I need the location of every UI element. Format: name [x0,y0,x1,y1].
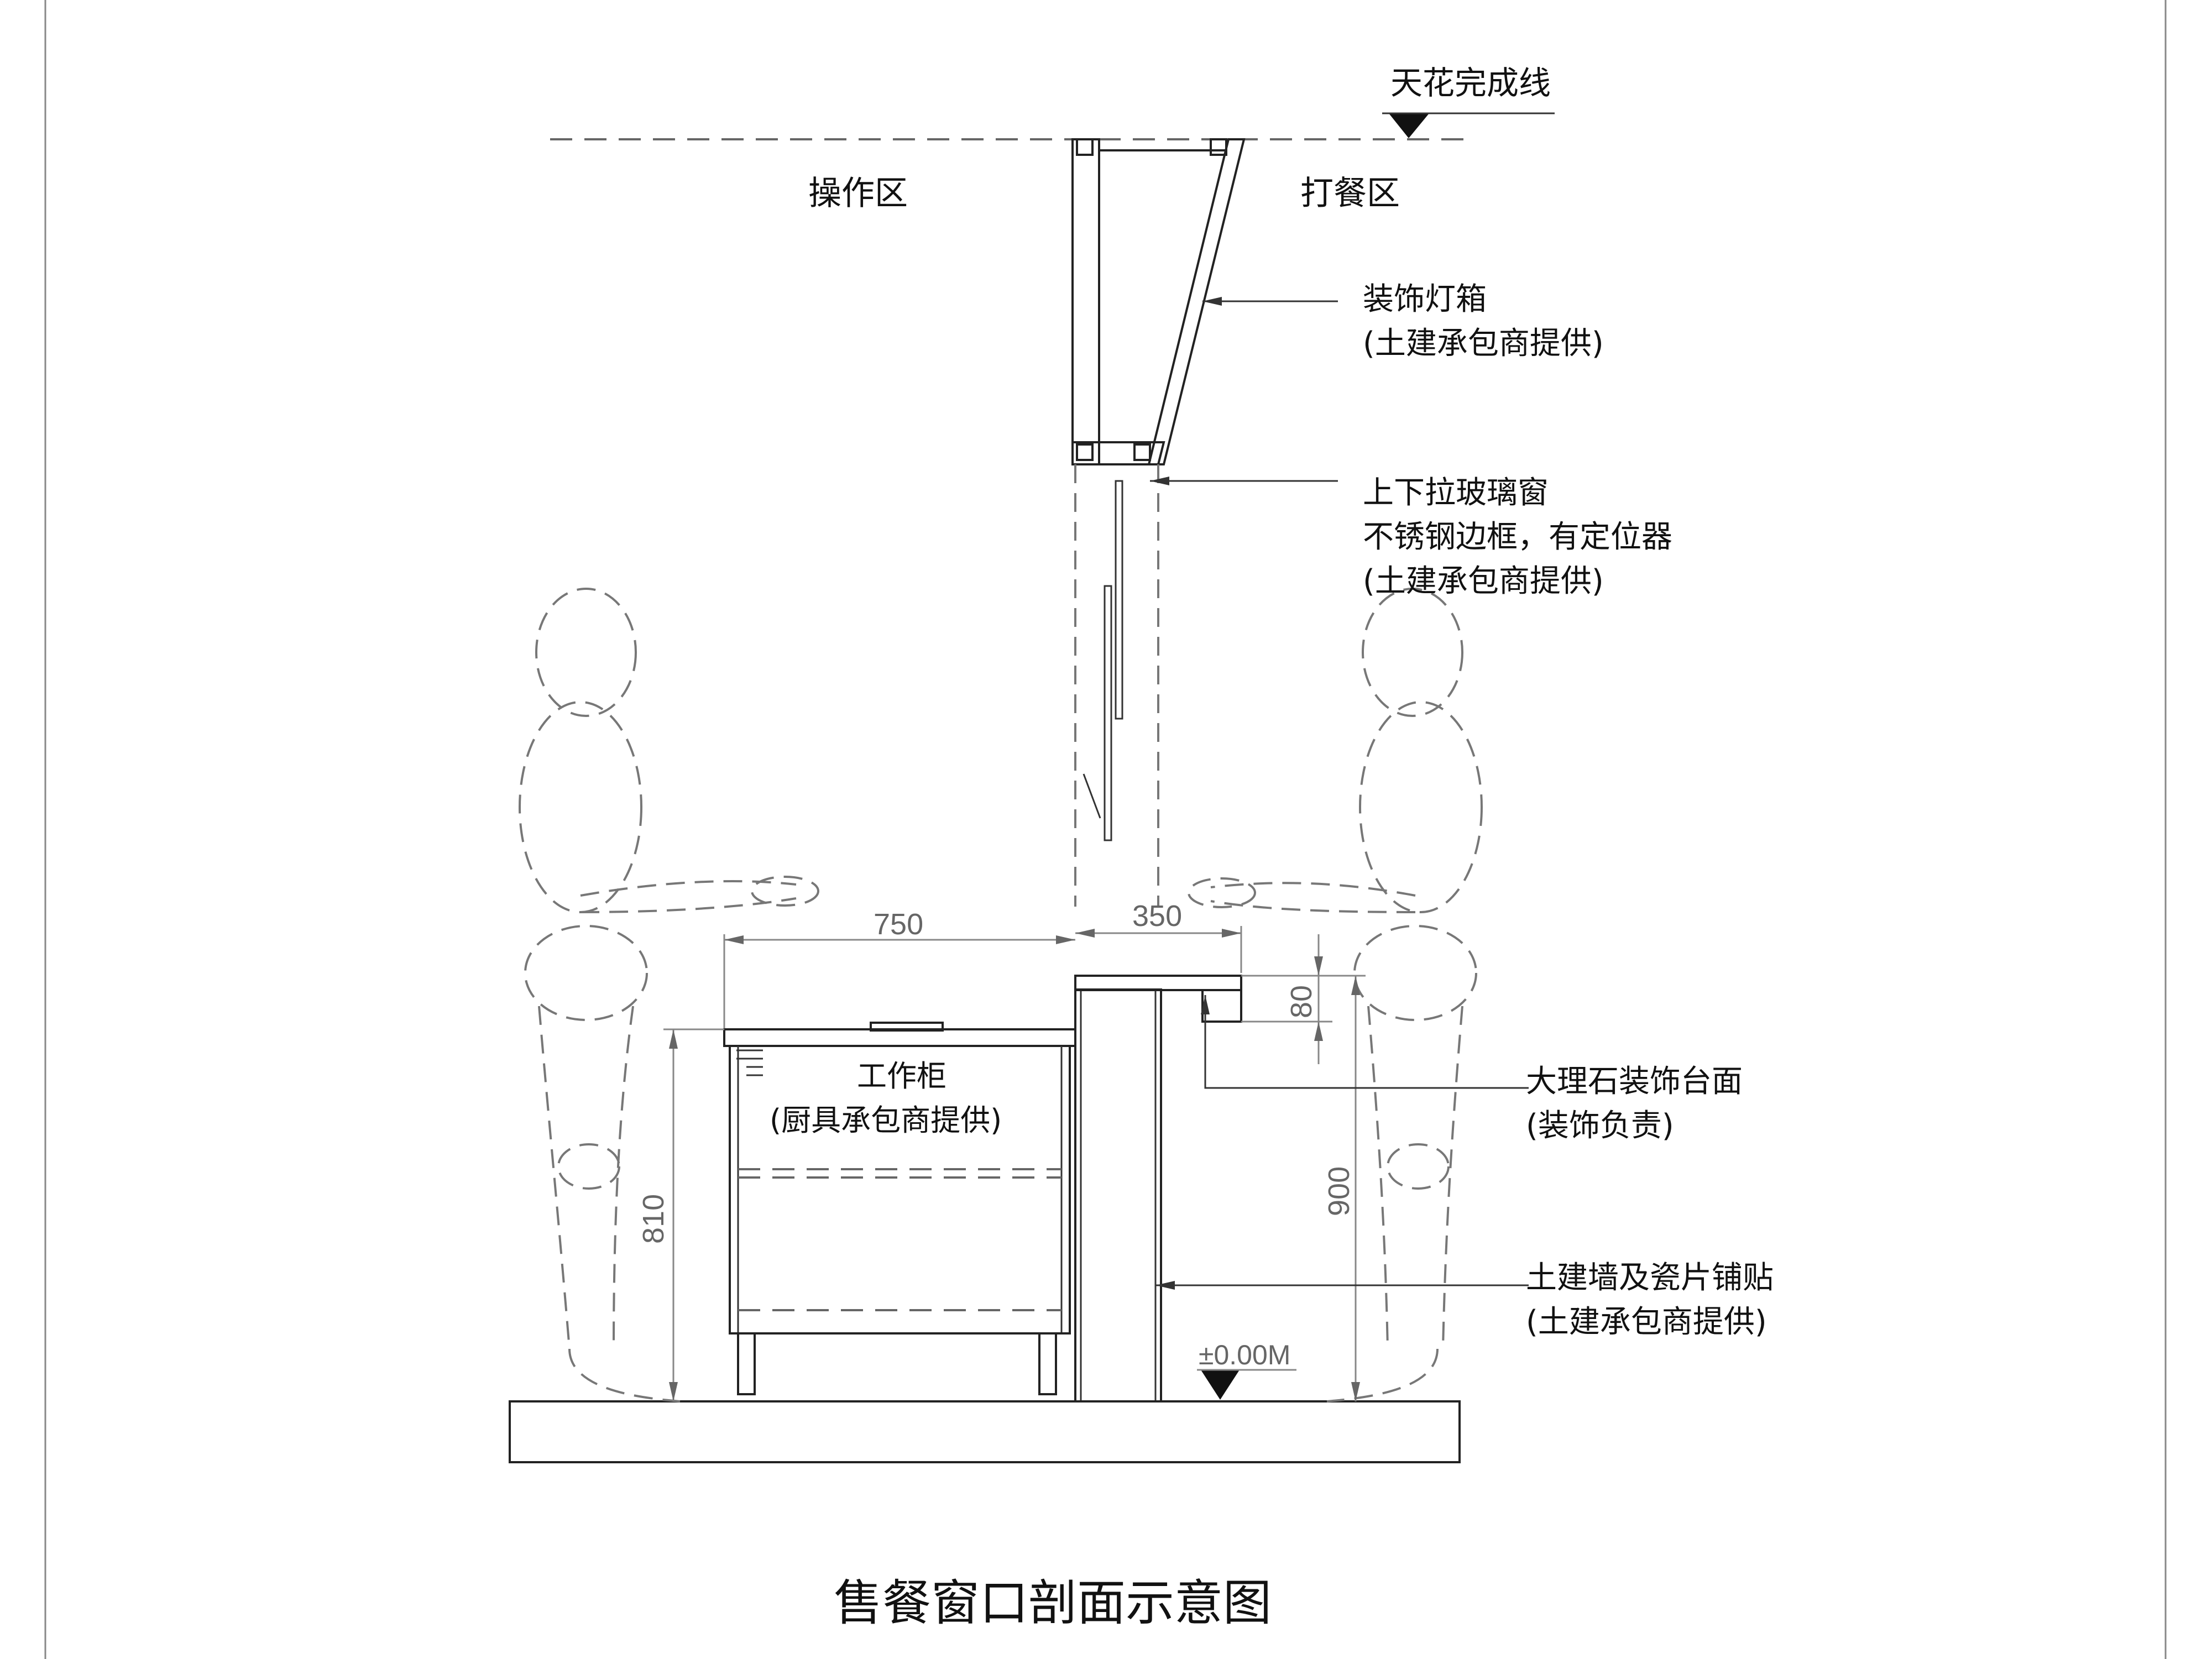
callout-marble-line1: 大理石装饰台面 [1526,1064,1743,1100]
callout-window-line3: (土建承包商提供) [1363,563,1604,599]
dim-cabinet-height-value: 810 [637,1194,670,1244]
zone-label-dining: 打餐区 [1300,174,1400,213]
zone-label-operation: 操作区 [808,174,908,213]
floor-level: ±0.00M [1199,1339,1290,1370]
dim-cabinet-height [663,1028,724,1401]
cabinet-note: (厨具承包商提供) [770,1103,1002,1138]
work-cabinet [723,1022,1076,1395]
dim-counter-height-value: 900 [1322,1166,1356,1216]
callout-window-line1: 上下拉玻璃窗 [1363,475,1549,511]
callout-marble-line2: (装饰负责) [1526,1108,1674,1144]
callout-wall-line1: 土建墙及瓷片铺贴 [1526,1260,1774,1296]
marble-counter [1074,975,1242,1023]
dim-cabinet-depth [723,934,1075,1028]
ceiling-level-marker [1389,113,1429,138]
leader-window [1150,477,1338,485]
dim-counter-thickness [1241,934,1332,1064]
ceiling-label: 天花完成线 [1390,64,1551,102]
leader-wall [1155,1281,1529,1290]
human-figure-operator [519,588,819,1402]
drawing-title: 售餐窗口剖面示意图 [834,1574,1272,1631]
callout-lightbox-line2: (土建承包商提供) [1363,326,1604,362]
leader-lightbox [1202,297,1338,306]
floor-level-marker [1201,1370,1240,1400]
floor-slab [509,1400,1461,1463]
dim-counter-height [1241,975,1366,1401]
decorative-lightbox [1071,138,1246,465]
structural-wall [1074,988,1162,1402]
callout-wall-line2: (土建承包商提供) [1526,1304,1767,1340]
callout-window-line2: 不锈钢边框，有定位器 [1363,519,1672,555]
leader-marble [1201,995,1529,1089]
dim-counter-thickness-value: 80 [1285,985,1318,1018]
sliding-glass-window [1074,464,1159,907]
dim-counter-depth-value: 350 [1132,899,1182,933]
human-figure-customer [1188,588,1483,1402]
dim-counter-depth [1075,926,1242,973]
callout-lightbox-line1: 装饰灯箱 [1363,281,1487,317]
cabinet-label: 工作柜 [857,1059,946,1093]
dim-cabinet-depth-value: 750 [874,908,923,941]
